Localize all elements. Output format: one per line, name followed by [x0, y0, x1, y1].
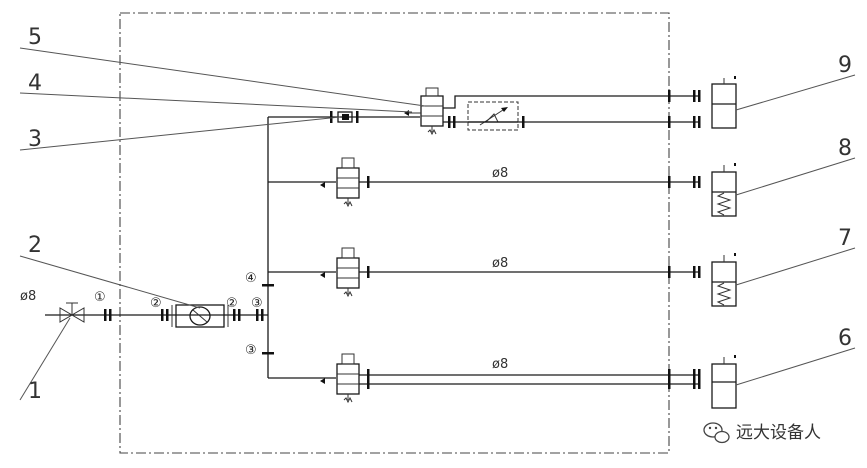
callout-4: 4 [28, 71, 42, 96]
cylinder-6 [711, 355, 737, 409]
branch-d: ø8 [268, 353, 701, 404]
solenoid-valve-top [404, 87, 444, 136]
branch-d-diameter-label: ø8 [492, 357, 508, 372]
solenoid-valve-b [320, 157, 360, 208]
inlet-line: ø8 ① ② ② ③ [20, 289, 268, 328]
callout-6: 6 [838, 326, 852, 351]
filter-unit [171, 304, 229, 328]
callout-2: 2 [28, 233, 42, 258]
branch-b: ø8 [268, 157, 701, 208]
callout-9: 9 [838, 53, 852, 78]
hand-valve [59, 302, 85, 323]
circled-num-3b: ③ [245, 343, 257, 358]
callout-5: 5 [28, 25, 42, 50]
callout-3: 3 [28, 127, 42, 152]
manifold: ④ ③ [245, 117, 274, 378]
circled-num-4: ④ [245, 271, 257, 286]
branch-c-diameter-label: ø8 [492, 256, 508, 271]
callout-7: 7 [838, 226, 852, 251]
wechat-icon [703, 422, 730, 444]
callout-8: 8 [838, 136, 852, 161]
solenoid-valve-c [320, 247, 360, 298]
circled-num-3a: ③ [251, 296, 263, 311]
circled-num-2a: ② [150, 296, 162, 311]
solenoid-valve-d [320, 353, 360, 404]
callout-1: 1 [28, 379, 42, 404]
circled-num-2b: ② [226, 296, 238, 311]
watermark: 远大设备人 [703, 422, 821, 444]
throttle-valve [467, 101, 519, 131]
branch-top [268, 87, 701, 136]
cylinder-8 [711, 163, 737, 217]
cylinder-9 [711, 76, 737, 129]
leader-lines [19, 47, 856, 401]
branch-b-diameter-label: ø8 [492, 166, 508, 181]
inlet-diameter-label: ø8 [20, 289, 36, 304]
enclosure-frame [119, 12, 670, 454]
watermark-text: 远大设备人 [736, 423, 821, 443]
branch-c: ø8 [268, 247, 701, 298]
circled-num-1: ① [94, 290, 106, 305]
cylinder-7 [711, 253, 737, 307]
